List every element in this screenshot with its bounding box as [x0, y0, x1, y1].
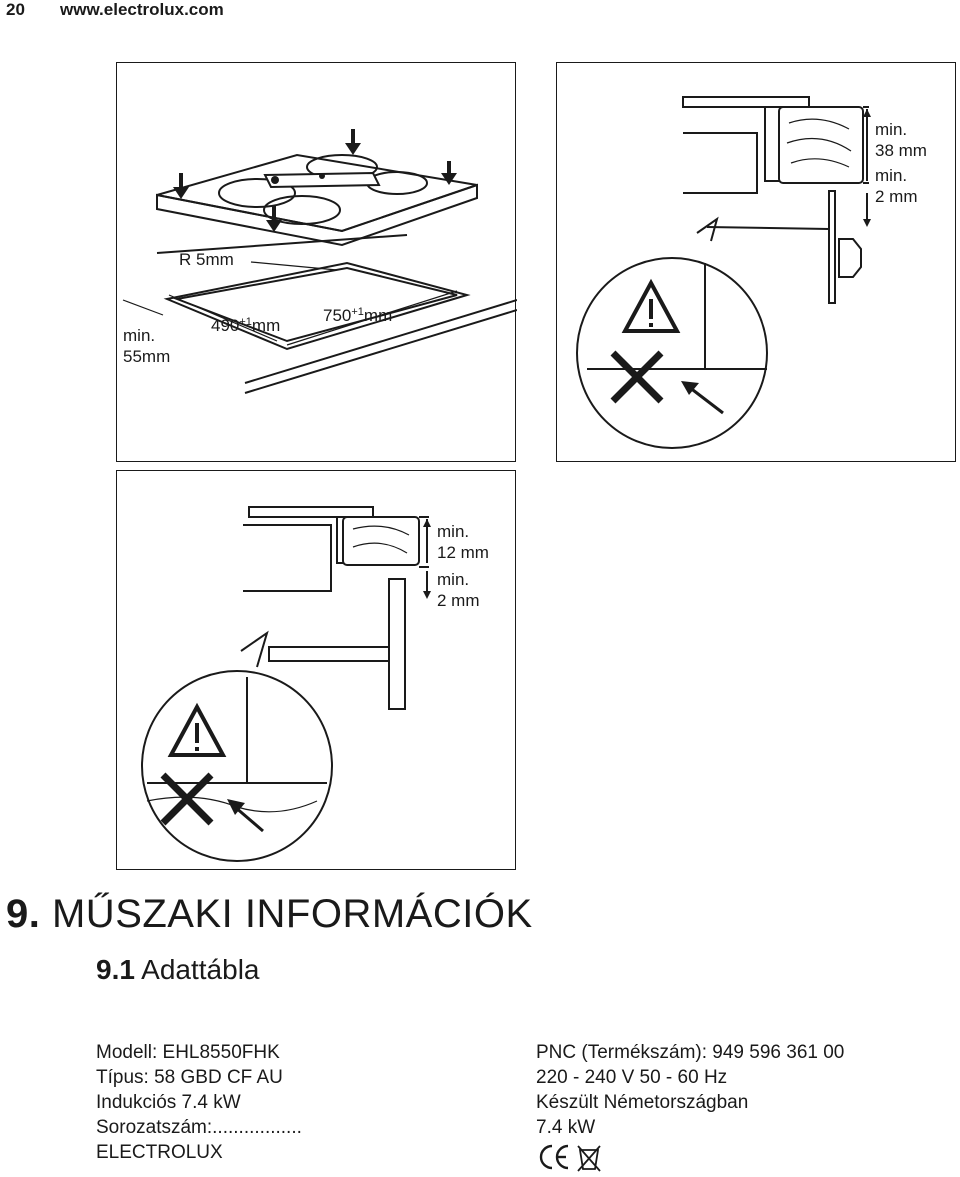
spec-brand: ELECTROLUX [96, 1142, 223, 1163]
radius-label: R 5mm [179, 250, 234, 269]
depth-dimension-label: 750+1mm [323, 305, 392, 326]
width-tolerance: +1 [239, 316, 252, 328]
certification-marks [536, 1142, 616, 1172]
spec-total-power: 7.4 kW [536, 1117, 596, 1138]
top-value: 12 mm [437, 543, 489, 562]
spec-type: Típus: 58 GBD CF AU [96, 1067, 283, 1088]
spec-serial-number: Sorozatszám:................. [96, 1117, 302, 1138]
countertop-38mm-drawing [576, 96, 871, 449]
top-value: 38 mm [875, 141, 927, 160]
specs-left-column: Modell: EHL8550FHK Típus: 58 GBD CF AU I… [96, 1040, 302, 1165]
min-55mm-label: min. 55mm [123, 325, 170, 367]
ce-mark-icon [539, 1144, 601, 1172]
width-unit: mm [251, 316, 281, 335]
figure-countertop-12mm: min. 12 mm min. 2 mm [116, 470, 516, 870]
bottom-value: 2 mm [875, 187, 918, 206]
section-title-text: MŰSZAKI INFORMÁCIÓK [51, 892, 533, 936]
hob-cutout-drawing [122, 129, 517, 394]
width-dimension-label: 490+1mm [211, 315, 280, 336]
spec-pnc: PNC (Termékszám): 949 596 361 00 [536, 1042, 845, 1063]
specs-right-column: PNC (Termékszám): 949 596 361 00 220 - 2… [536, 1040, 844, 1140]
subsection-title: 9.1 Adattábla [96, 954, 260, 986]
top-min: min. [437, 522, 470, 541]
bottom-min-label: min. 2 mm [437, 569, 480, 611]
weee-bin-icon [577, 1145, 601, 1172]
subsection-number: 9.1 [96, 954, 135, 985]
spec-model: Modell: EHL8550FHK [96, 1042, 280, 1063]
depth-base: 750 [323, 306, 352, 325]
depth-unit: mm [363, 306, 393, 325]
section-title: 9. MŰSZAKI INFORMÁCIÓK [6, 892, 533, 937]
spec-voltage: 220 - 240 V 50 - 60 Hz [536, 1067, 728, 1088]
bottom-value: 2 mm [437, 591, 480, 610]
top-min: min. [875, 120, 908, 139]
figure-countertop-38mm: min. 38 mm min. 2 mm [556, 62, 956, 462]
bottom-min: min. [437, 570, 470, 589]
top-min-label: min. 12 mm [437, 521, 489, 563]
depth-tolerance: +1 [351, 306, 364, 318]
min-value: 55mm [123, 347, 171, 366]
figure-cutout-dimensions: R 5mm min. 55mm 490+1mm 750+1mm [116, 62, 517, 462]
page-number: 20 [6, 0, 25, 19]
subsection-title-text: Adattábla [141, 954, 260, 985]
website-url: www.electrolux.com [60, 0, 224, 19]
bottom-min-label: min. 2 mm [875, 165, 918, 207]
min-label: min. [123, 326, 156, 345]
bottom-min: min. [875, 166, 908, 185]
countertop-12mm-drawing [141, 506, 431, 862]
spec-induction-power: Indukciós 7.4 kW [96, 1092, 241, 1113]
section-number: 9. [6, 892, 41, 936]
width-base: 490 [211, 316, 240, 335]
spec-origin: Készült Németországban [536, 1092, 749, 1113]
top-min-label: min. 38 mm [875, 119, 927, 161]
